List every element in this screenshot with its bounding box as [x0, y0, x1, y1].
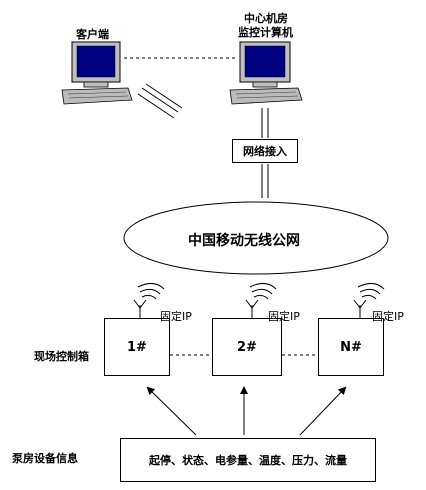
site-control-label: 现场控制箱 — [34, 350, 89, 363]
access-cloud-link — [261, 164, 269, 198]
center-label-line1: 中心机房 — [244, 12, 288, 25]
pump-info-box: 起停、状态、电参量、温度、压力、流量 — [120, 438, 376, 482]
cloud-ellipse — [123, 201, 389, 275]
site-box-2: 2# — [212, 318, 282, 376]
cloud-label: 中国移动无线公网 — [188, 233, 300, 249]
client-label: 客户端 — [76, 28, 109, 41]
antenna-icon — [245, 283, 277, 318]
ip-label-2: 固定IP — [268, 310, 300, 323]
antenna-icon — [353, 283, 385, 318]
ip-label-1: 固定IP — [160, 310, 192, 323]
center-label-line2: 监控计算机 — [238, 26, 293, 39]
site-box-1: 1# — [104, 318, 170, 376]
site-box-n: N# — [318, 318, 384, 376]
antenna-icon — [133, 283, 165, 318]
client-computer-icon — [61, 41, 133, 105]
pump-info-label: 泵房设备信息 — [12, 452, 78, 465]
ip-label-n: 固定IP — [372, 310, 404, 323]
center-access-link — [261, 108, 269, 138]
monitor-computer-icon — [229, 41, 303, 105]
pump-arrows — [146, 386, 347, 436]
network-access-box: 网络接入 — [232, 139, 298, 163]
client-wireless-lines — [137, 83, 183, 119]
